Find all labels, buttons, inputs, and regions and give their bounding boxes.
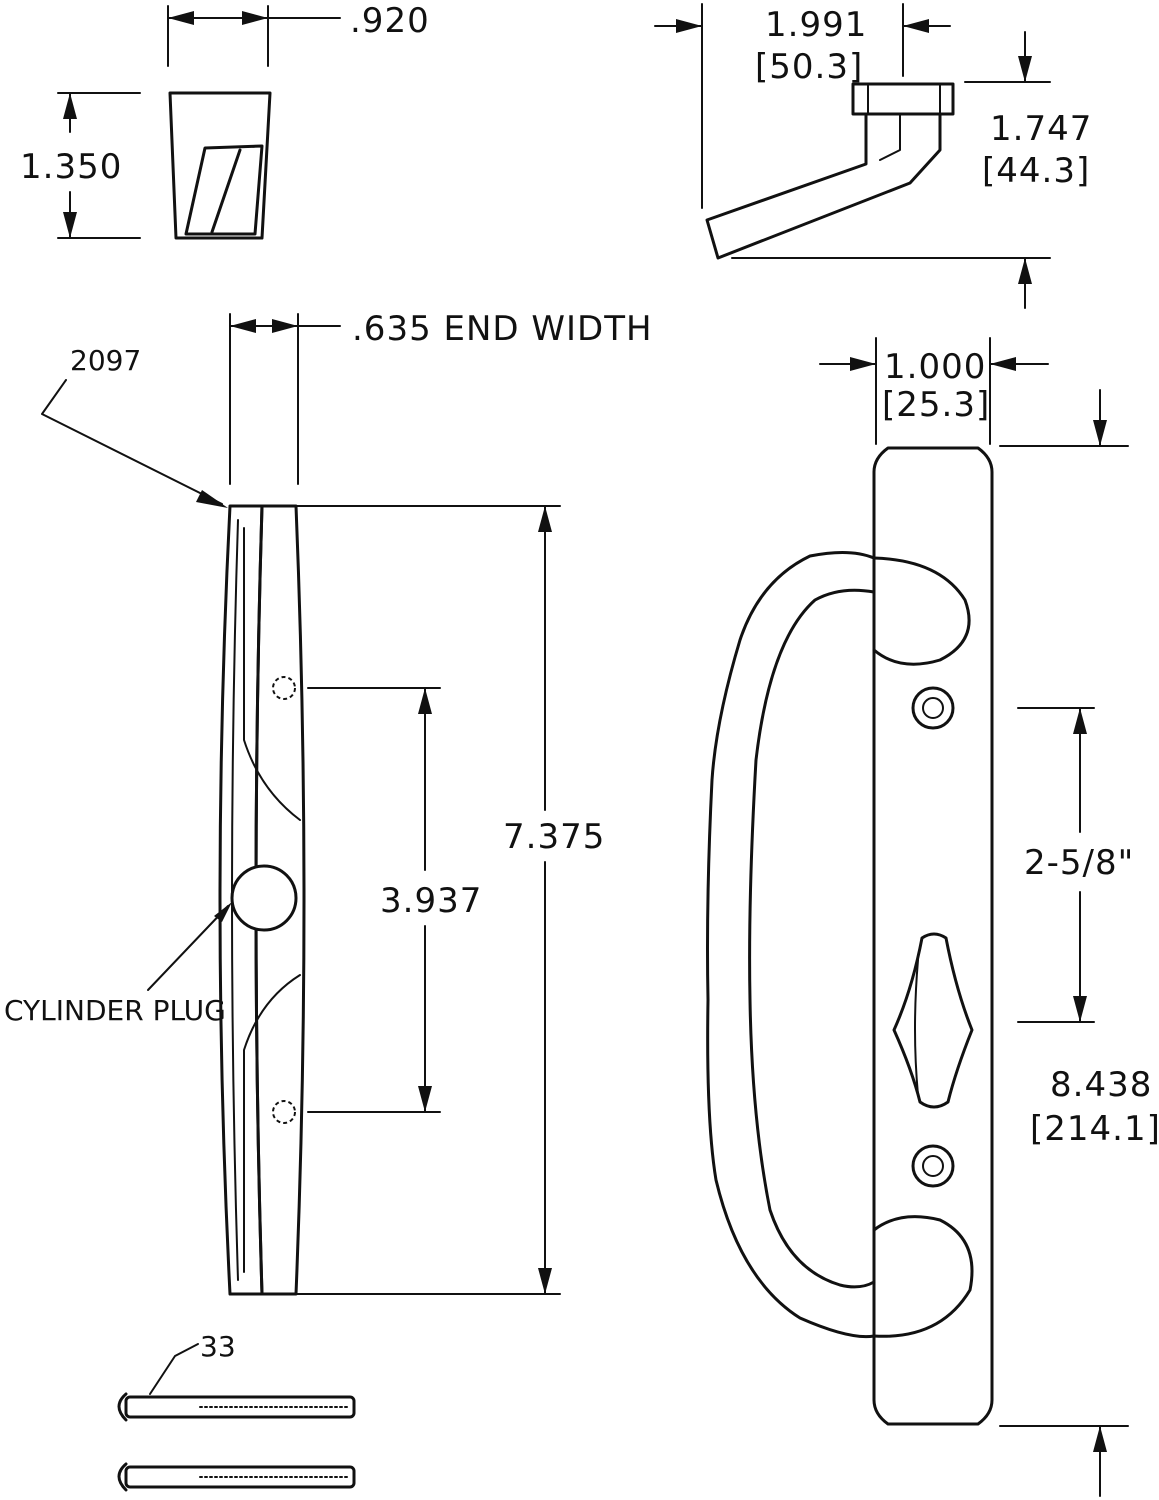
- arrow-head: [1018, 56, 1032, 82]
- thumb-turn: [892, 932, 974, 1109]
- lever-length-label: 1.991: [765, 5, 867, 45]
- arrow-head: [1018, 258, 1032, 284]
- end-view-outline: [168, 91, 272, 240]
- arrow-head: [676, 19, 702, 33]
- end-width-label: .635 END WIDTH: [352, 309, 653, 349]
- lever-arm: [705, 112, 942, 260]
- side-length-label: 7.375: [503, 817, 605, 857]
- hole-spacing-label: 3.937: [380, 881, 482, 921]
- screw-hole-top-inner: [922, 697, 944, 719]
- lever-arm-inner: [879, 113, 901, 161]
- arrow-head: [903, 19, 929, 33]
- arrow-head: [1093, 420, 1107, 446]
- lever-height-mm-label: [44.3]: [982, 151, 1090, 191]
- part-number-label: 2097: [70, 344, 141, 377]
- arrow-head: [538, 1268, 552, 1294]
- lever-length-mm-label: [50.3]: [755, 47, 863, 87]
- arrow-head: [242, 11, 268, 25]
- top-height-label: 1.350: [20, 147, 122, 187]
- screw-hole-bottom: [911, 1144, 955, 1188]
- arrow-head: [1093, 1426, 1107, 1452]
- cylinder-plug-circle: [230, 864, 298, 932]
- lever-view: [654, 3, 1051, 309]
- arrow-head: [418, 688, 432, 714]
- lever-height-label: 1.747: [990, 109, 1092, 149]
- arrow-head: [63, 212, 77, 238]
- arrow-head: [214, 902, 232, 922]
- arrow-head: [196, 490, 228, 508]
- screw-head: [117, 1392, 128, 1422]
- side-view-contour: [243, 527, 301, 821]
- arrow-head: [168, 11, 194, 25]
- handle-grip-bottom-end: [872, 1215, 974, 1338]
- arrow-head: [272, 319, 298, 333]
- screw-head: [117, 1462, 128, 1492]
- side-view: [41, 313, 561, 1296]
- arrow-head: [230, 319, 256, 333]
- arrow-head: [850, 357, 876, 371]
- part-number-leader: [41, 379, 223, 505]
- mounting-plate: [872, 446, 994, 1426]
- top-width-label: .920: [350, 1, 430, 41]
- cylinder-plug-label: CYLINDER PLUG: [4, 994, 226, 1027]
- front-view: [706, 337, 1129, 1497]
- screw-hole-hidden: [272, 676, 296, 700]
- plate-width-label: 1.000: [884, 347, 986, 387]
- screw-hole-hidden: [272, 1100, 296, 1124]
- arrow-head: [63, 93, 77, 119]
- handle-grip-top-end: [872, 556, 971, 666]
- center-spacing-label: 2-5/8": [1024, 843, 1134, 883]
- handle-grip-inner: [748, 588, 876, 1289]
- screws: [117, 1343, 356, 1492]
- lever-rosette: [851, 82, 955, 116]
- lever-tip: [706, 219, 719, 259]
- end-view: [57, 5, 341, 240]
- screw-hole-bottom-inner: [922, 1155, 944, 1177]
- plate-length-label: 8.438: [1050, 1065, 1152, 1105]
- end-view-slant: [210, 148, 242, 234]
- side-view-contour: [243, 974, 301, 1273]
- arrow-head: [1073, 996, 1087, 1022]
- arrow-head: [990, 357, 1016, 371]
- arrow-head: [418, 1086, 432, 1112]
- cylinder-plug-leader: [147, 905, 229, 991]
- thumb-turn-edge: [914, 959, 919, 1096]
- plate-width-mm-label: [25.3]: [882, 385, 990, 425]
- arrow-head: [1073, 708, 1087, 734]
- screw-part-label: 33: [200, 1330, 236, 1363]
- end-view-inner: [184, 144, 264, 236]
- plate-length-mm-label: [214.1]: [1030, 1109, 1159, 1149]
- arrow-head: [538, 506, 552, 532]
- handle-grip-outer: [706, 550, 876, 1339]
- screw-leader: [149, 1343, 199, 1395]
- screw-hole-top: [911, 686, 955, 730]
